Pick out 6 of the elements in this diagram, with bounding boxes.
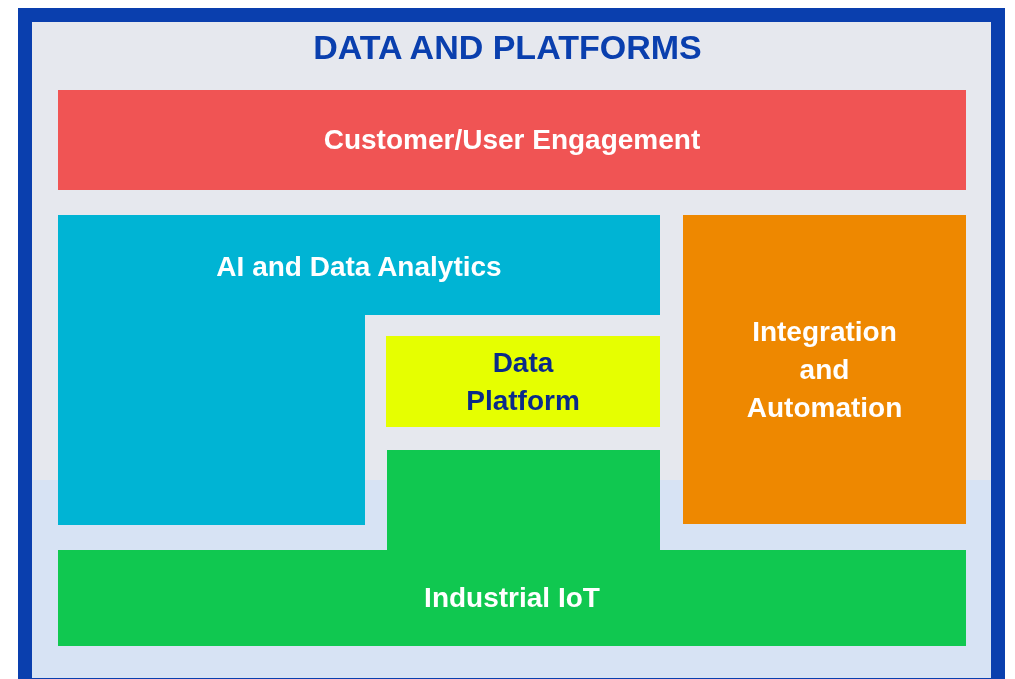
block-label: Customer/User Engagement [322, 123, 702, 157]
block-label: AI and Data Analytics [215, 250, 503, 284]
diagram-title: DATA AND PLATFORMS [312, 28, 703, 67]
block-label: Data Platform [465, 346, 581, 418]
block-label: Integration and Automation [745, 315, 904, 425]
block-label: Industrial IoT [423, 581, 601, 615]
